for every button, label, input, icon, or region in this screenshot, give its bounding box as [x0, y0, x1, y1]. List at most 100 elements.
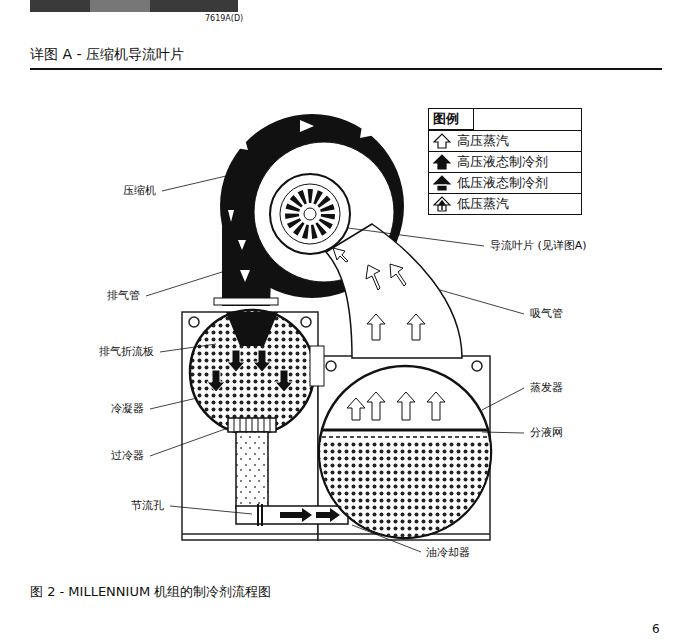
- legend-icon-detail: [437, 184, 447, 186]
- legend-box: 图例高压蒸汽高压液态制冷剂低压液态制冷剂低压蒸汽: [428, 108, 582, 215]
- legend-row: 高压蒸汽: [429, 130, 581, 151]
- housing-frame: [189, 317, 199, 327]
- compressor-volute: [228, 210, 234, 222]
- legend-icon: [433, 175, 451, 191]
- evaporator-shell: [347, 398, 365, 420]
- compressor-volute: [240, 270, 250, 282]
- leader-line: [146, 176, 524, 552]
- legend-text: 低压液态制冷剂: [457, 174, 548, 192]
- part-label: 蒸发器: [528, 381, 565, 394]
- housing-frame: [472, 361, 482, 371]
- evaporator-shell: [322, 436, 488, 438]
- part-label: 吸气管: [528, 307, 565, 320]
- legend-row: 低压蒸汽: [429, 193, 581, 214]
- part-label: 节流孔: [129, 499, 166, 512]
- evaporator-shell: [318, 442, 493, 542]
- subcooler: [234, 418, 270, 432]
- figure-code: 7619A(D): [203, 14, 245, 24]
- header-rule: [30, 68, 662, 70]
- leader-line: [150, 428, 228, 456]
- condenser-shell: [226, 312, 278, 346]
- compressor-volute: [360, 126, 375, 138]
- impeller: [270, 174, 350, 254]
- leader-line: [150, 398, 197, 409]
- housing-frame: [301, 317, 311, 327]
- impeller: [280, 184, 340, 244]
- leader-line: [146, 272, 222, 296]
- condenser-shell: [310, 346, 324, 386]
- suction-pipe: [390, 264, 406, 286]
- suction-pipe: [367, 314, 385, 340]
- legend-row: 低压液态制冷剂: [429, 172, 581, 193]
- liquid-line: [258, 504, 262, 526]
- condenser-shell: [275, 370, 293, 392]
- legend-text: 高压蒸汽: [457, 132, 509, 150]
- evaporator-shell: [367, 392, 385, 420]
- leader-line: [170, 506, 252, 514]
- condenser-shell: [190, 310, 324, 434]
- impeller: [270, 174, 350, 254]
- part-label: 导流叶片 (见详图A): [488, 239, 589, 252]
- part-label: 过冷器: [109, 449, 146, 462]
- part-label: 排气折流板: [97, 345, 156, 358]
- liquid-line: [236, 506, 348, 524]
- top-photo-strip: [30, 0, 238, 12]
- compressor-volute: [238, 240, 246, 250]
- liquid-line: [316, 508, 340, 522]
- impeller: [304, 208, 316, 220]
- part-label: 冷凝器: [109, 402, 146, 415]
- condenser-shell: [190, 310, 314, 434]
- evaporator-shell: [427, 392, 445, 420]
- legend-text: 高压液态制冷剂: [457, 153, 548, 171]
- legend-icon: [433, 196, 451, 212]
- compressor-volute: [214, 298, 278, 305]
- legend-icon: [433, 154, 451, 170]
- figure-caption: 图 2 - MILLENNIUM 机组的制冷剂流程图: [30, 584, 271, 600]
- compressor-volute: [214, 114, 404, 306]
- legend-icon-detail: [439, 201, 445, 210]
- part-label: 排气管: [105, 289, 142, 302]
- compressor-volute: [300, 120, 314, 132]
- legend-icon: [433, 133, 451, 149]
- legend-icon-shape: [434, 176, 450, 190]
- liquid-line: [236, 432, 268, 508]
- subcooler: [228, 418, 276, 432]
- compressor-volute: [220, 114, 404, 298]
- page-number: 6: [650, 622, 662, 636]
- leader-line: [482, 388, 524, 410]
- condenser-shell: [253, 350, 271, 372]
- evaporator-shell: [318, 366, 493, 542]
- legend-text: 低压蒸汽: [457, 195, 509, 213]
- figure-heading: 详图 A - 压缩机导流叶片: [30, 46, 184, 63]
- legend-icon-shape: [434, 134, 450, 148]
- leader-line: [440, 290, 524, 314]
- subcooler: [228, 418, 276, 432]
- leader-line: [348, 228, 484, 246]
- suction-pipe: [366, 265, 380, 290]
- impeller: [292, 196, 328, 232]
- legend-row: 高压液态制冷剂: [429, 151, 581, 172]
- compressor-volute: [236, 136, 248, 150]
- top-photo-strip: [30, 0, 238, 12]
- suction-pipe: [326, 224, 462, 358]
- housing-frame: [326, 361, 336, 371]
- leader-line: [482, 432, 524, 433]
- part-label: 压缩机: [121, 184, 158, 197]
- leader-line: [160, 344, 216, 352]
- housing-frame: [182, 533, 490, 535]
- part-label: 分液网: [528, 426, 565, 439]
- leader-line: [162, 176, 226, 191]
- top-photo-strip: [90, 0, 150, 12]
- part-label: 油冷却器: [424, 546, 472, 559]
- evaporator-shell: [322, 429, 488, 432]
- suction-pipe: [407, 314, 425, 340]
- legend-heading: 图例: [429, 109, 474, 130]
- condenser-shell: [207, 370, 225, 392]
- leader-line: [352, 525, 421, 552]
- legend-icon-shape: [434, 197, 450, 211]
- suction-pipe: [326, 224, 462, 358]
- legend-icon-shape: [434, 155, 450, 169]
- liquid-line: [280, 508, 312, 522]
- suction-pipe: [333, 248, 348, 262]
